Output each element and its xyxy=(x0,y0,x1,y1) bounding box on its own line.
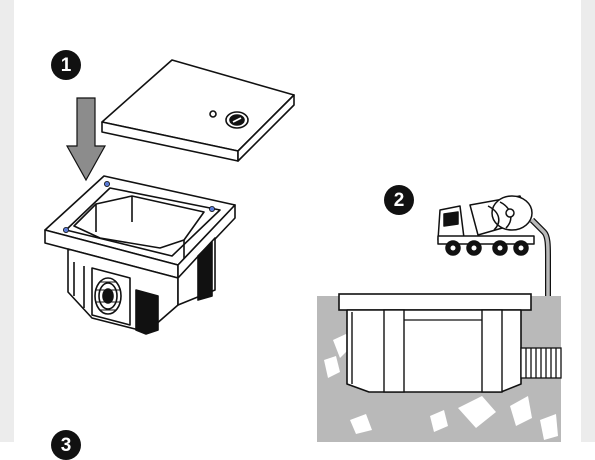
corrugated-drain-pipe-icon xyxy=(520,347,562,379)
step-1-number: 1 xyxy=(60,54,72,76)
padlock-keyhole-icon xyxy=(209,110,249,129)
box-lid xyxy=(101,59,295,162)
concrete-mixer-truck-icon xyxy=(437,195,551,296)
step-1-badge: 1 xyxy=(51,50,81,80)
step-2-number: 2 xyxy=(393,189,405,211)
stone xyxy=(324,334,558,440)
access-box-body xyxy=(44,175,236,335)
step-3-number: 3 xyxy=(60,434,72,456)
left-margin-strip xyxy=(0,0,14,442)
right-margin-strip xyxy=(581,0,595,442)
step-2-badge: 2 xyxy=(384,185,414,215)
down-arrow-icon xyxy=(65,97,107,182)
installation-diagram xyxy=(44,59,562,442)
concrete-pour-ground xyxy=(317,293,562,442)
step-3-badge: 3 xyxy=(51,430,81,460)
